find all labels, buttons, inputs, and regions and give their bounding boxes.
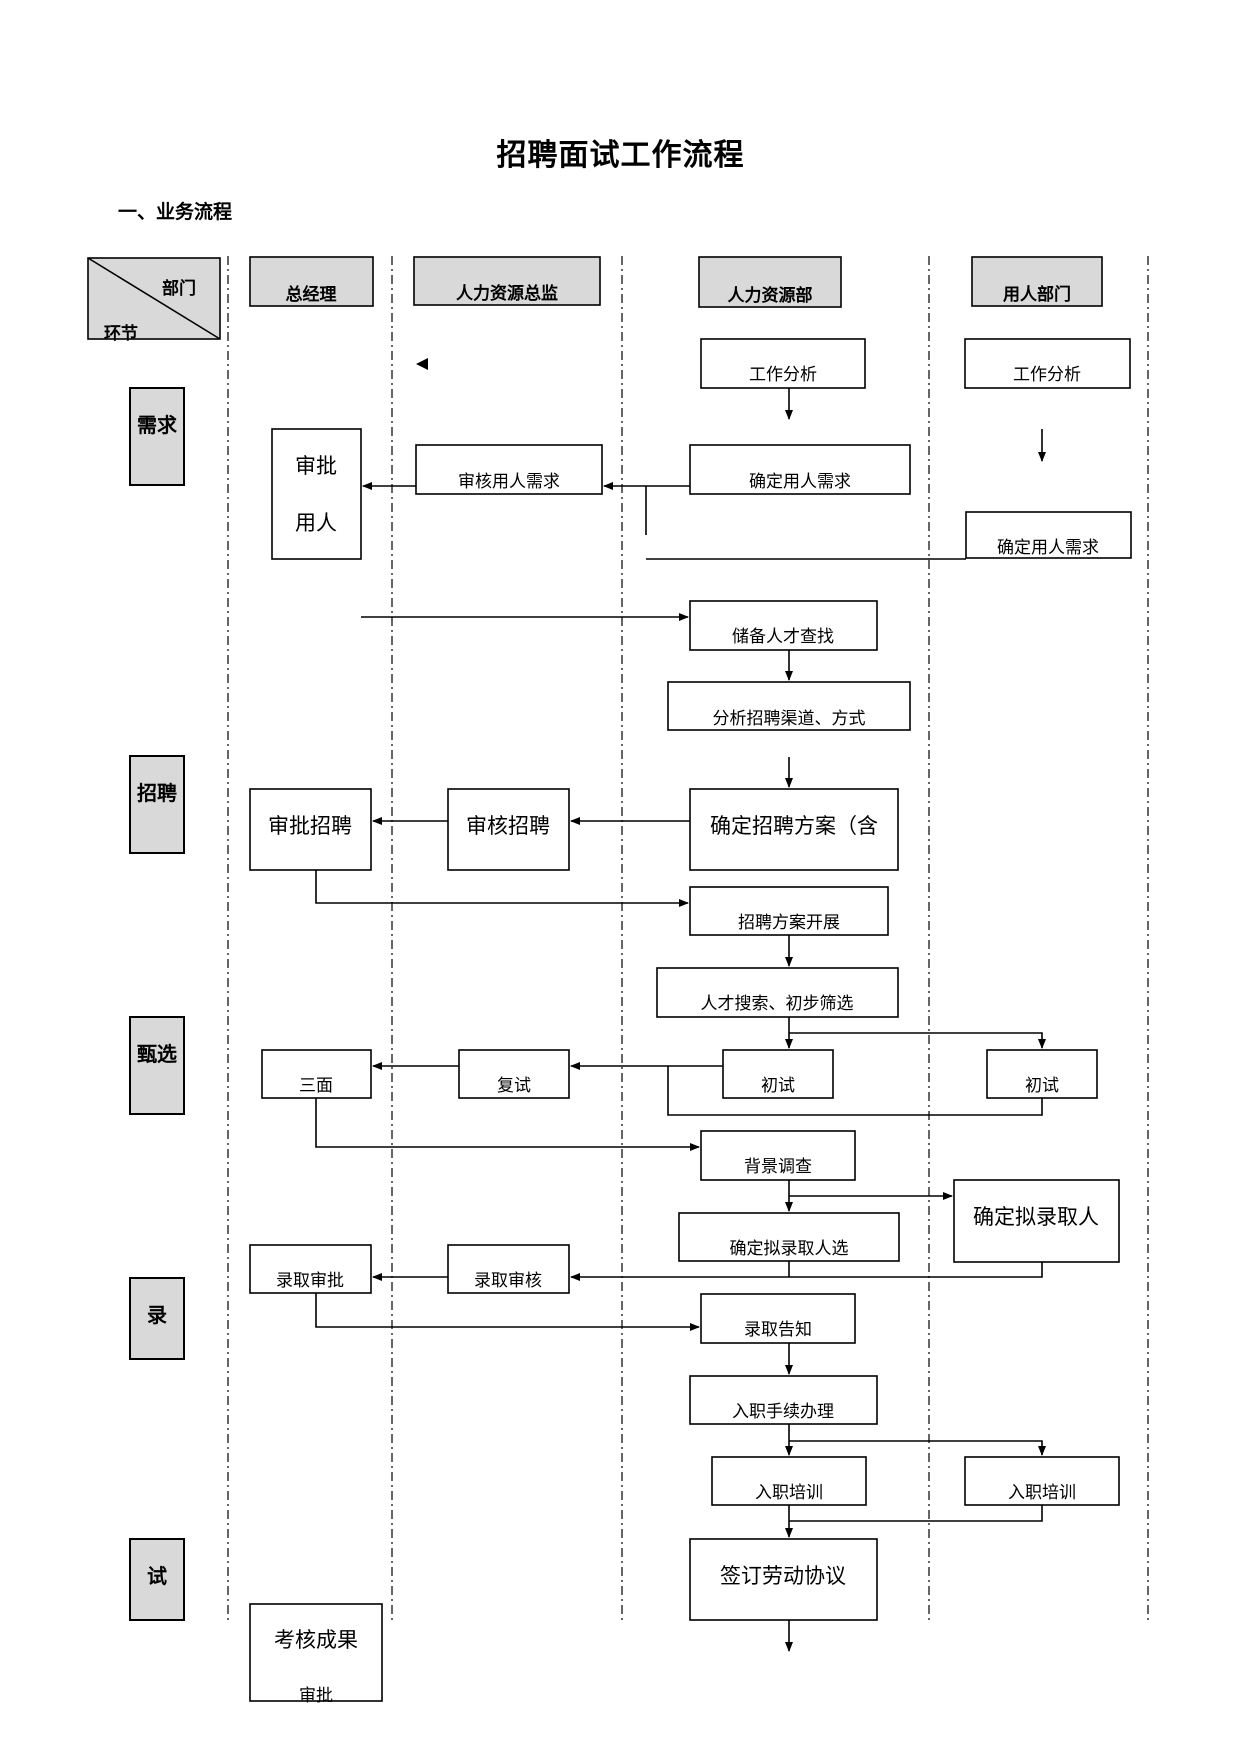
box-job-analysis-hr: 工作分析 <box>749 365 817 385</box>
stage-probation: 试 <box>147 1564 167 1588</box>
box-onboarding: 入职手续办理 <box>732 1402 834 1422</box>
stage-hire: 录 <box>147 1303 167 1327</box>
column-headers: 总经理 人力资源总监 人力资源部 用人部门 <box>249 256 1103 308</box>
box-third-interview: 三面 <box>299 1076 333 1096</box>
stage-demand: 需求 <box>137 413 178 437</box>
box-background-check: 背景调查 <box>744 1157 812 1177</box>
box-approve-demand-line2: 用人 <box>295 511 337 535</box>
box-probation-result-line2: 审批 <box>299 1686 333 1706</box>
box-second-interview: 复试 <box>497 1076 531 1096</box>
box-analyze-channels: 分析招聘渠道、方式 <box>713 709 866 729</box>
box-review-demand: 审核用人需求 <box>458 472 560 492</box>
box-offer-review: 录取审核 <box>474 1271 542 1291</box>
stage-labels: 需求 招聘 甄选 录 试 <box>129 387 185 1621</box>
box-talent-search: 储备人才查找 <box>732 627 834 647</box>
box-approve-demand-line1: 审批 <box>295 454 337 478</box>
box-execute-plan: 招聘方案开展 <box>738 913 840 933</box>
box-probation-result-line1: 考核成果 <box>274 1628 358 1652</box>
box-confirm-demand-dept: 确定用人需求 <box>997 538 1099 558</box>
corner-top-label: 部门 <box>162 278 196 299</box>
box-screening: 人才搜索、初步筛选 <box>701 994 854 1014</box>
box-confirm-plan: 确定招聘方案（含 <box>710 814 878 838</box>
box-training-dept: 入职培训 <box>1008 1483 1076 1503</box>
page-title: 招聘面试工作流程 <box>496 138 745 173</box>
box-offer-notice: 录取告知 <box>744 1320 812 1340</box>
box-select-candidate-hr: 确定拟录取人选 <box>730 1239 849 1259</box>
connectors <box>315 358 1046 1652</box>
box-offer-approval: 录取审批 <box>276 1271 344 1291</box>
stage-recruit: 招聘 <box>137 781 177 805</box>
swimlane-dividers <box>227 256 1149 1622</box>
header-hr-director: 人力资源总监 <box>456 283 558 304</box>
process-boxes: 工作分析 工作分析 审批 用人 审核用人需求 确定用人需求 确定用人需求 储备人… <box>249 338 1132 1706</box>
header-gm: 总经理 <box>286 284 337 305</box>
header-hr-dept: 人力资源部 <box>728 285 813 306</box>
box-job-analysis-dept: 工作分析 <box>1013 365 1081 385</box>
corner-bottom-label: 环节 <box>104 323 138 344</box>
box-confirm-demand-hr: 确定用人需求 <box>749 472 851 492</box>
box-first-interview-dept: 初试 <box>1025 1076 1059 1096</box>
box-sign-contract: 签订劳动协议 <box>720 1564 846 1588</box>
stage-selection: 甄选 <box>137 1042 177 1066</box>
section-heading: 一、业务流程 <box>118 201 233 223</box>
box-training-hr: 入职培训 <box>755 1483 823 1503</box>
corner-header: 部门 环节 <box>87 257 221 344</box>
header-user-dept: 用人部门 <box>1003 284 1071 305</box>
box-approve-plan: 审批招聘 <box>268 814 352 838</box>
box-review-plan: 审核招聘 <box>466 814 550 838</box>
box-select-candidate-dept: 确定拟录取人 <box>973 1205 1099 1229</box>
box-first-interview-hr: 初试 <box>761 1076 795 1096</box>
